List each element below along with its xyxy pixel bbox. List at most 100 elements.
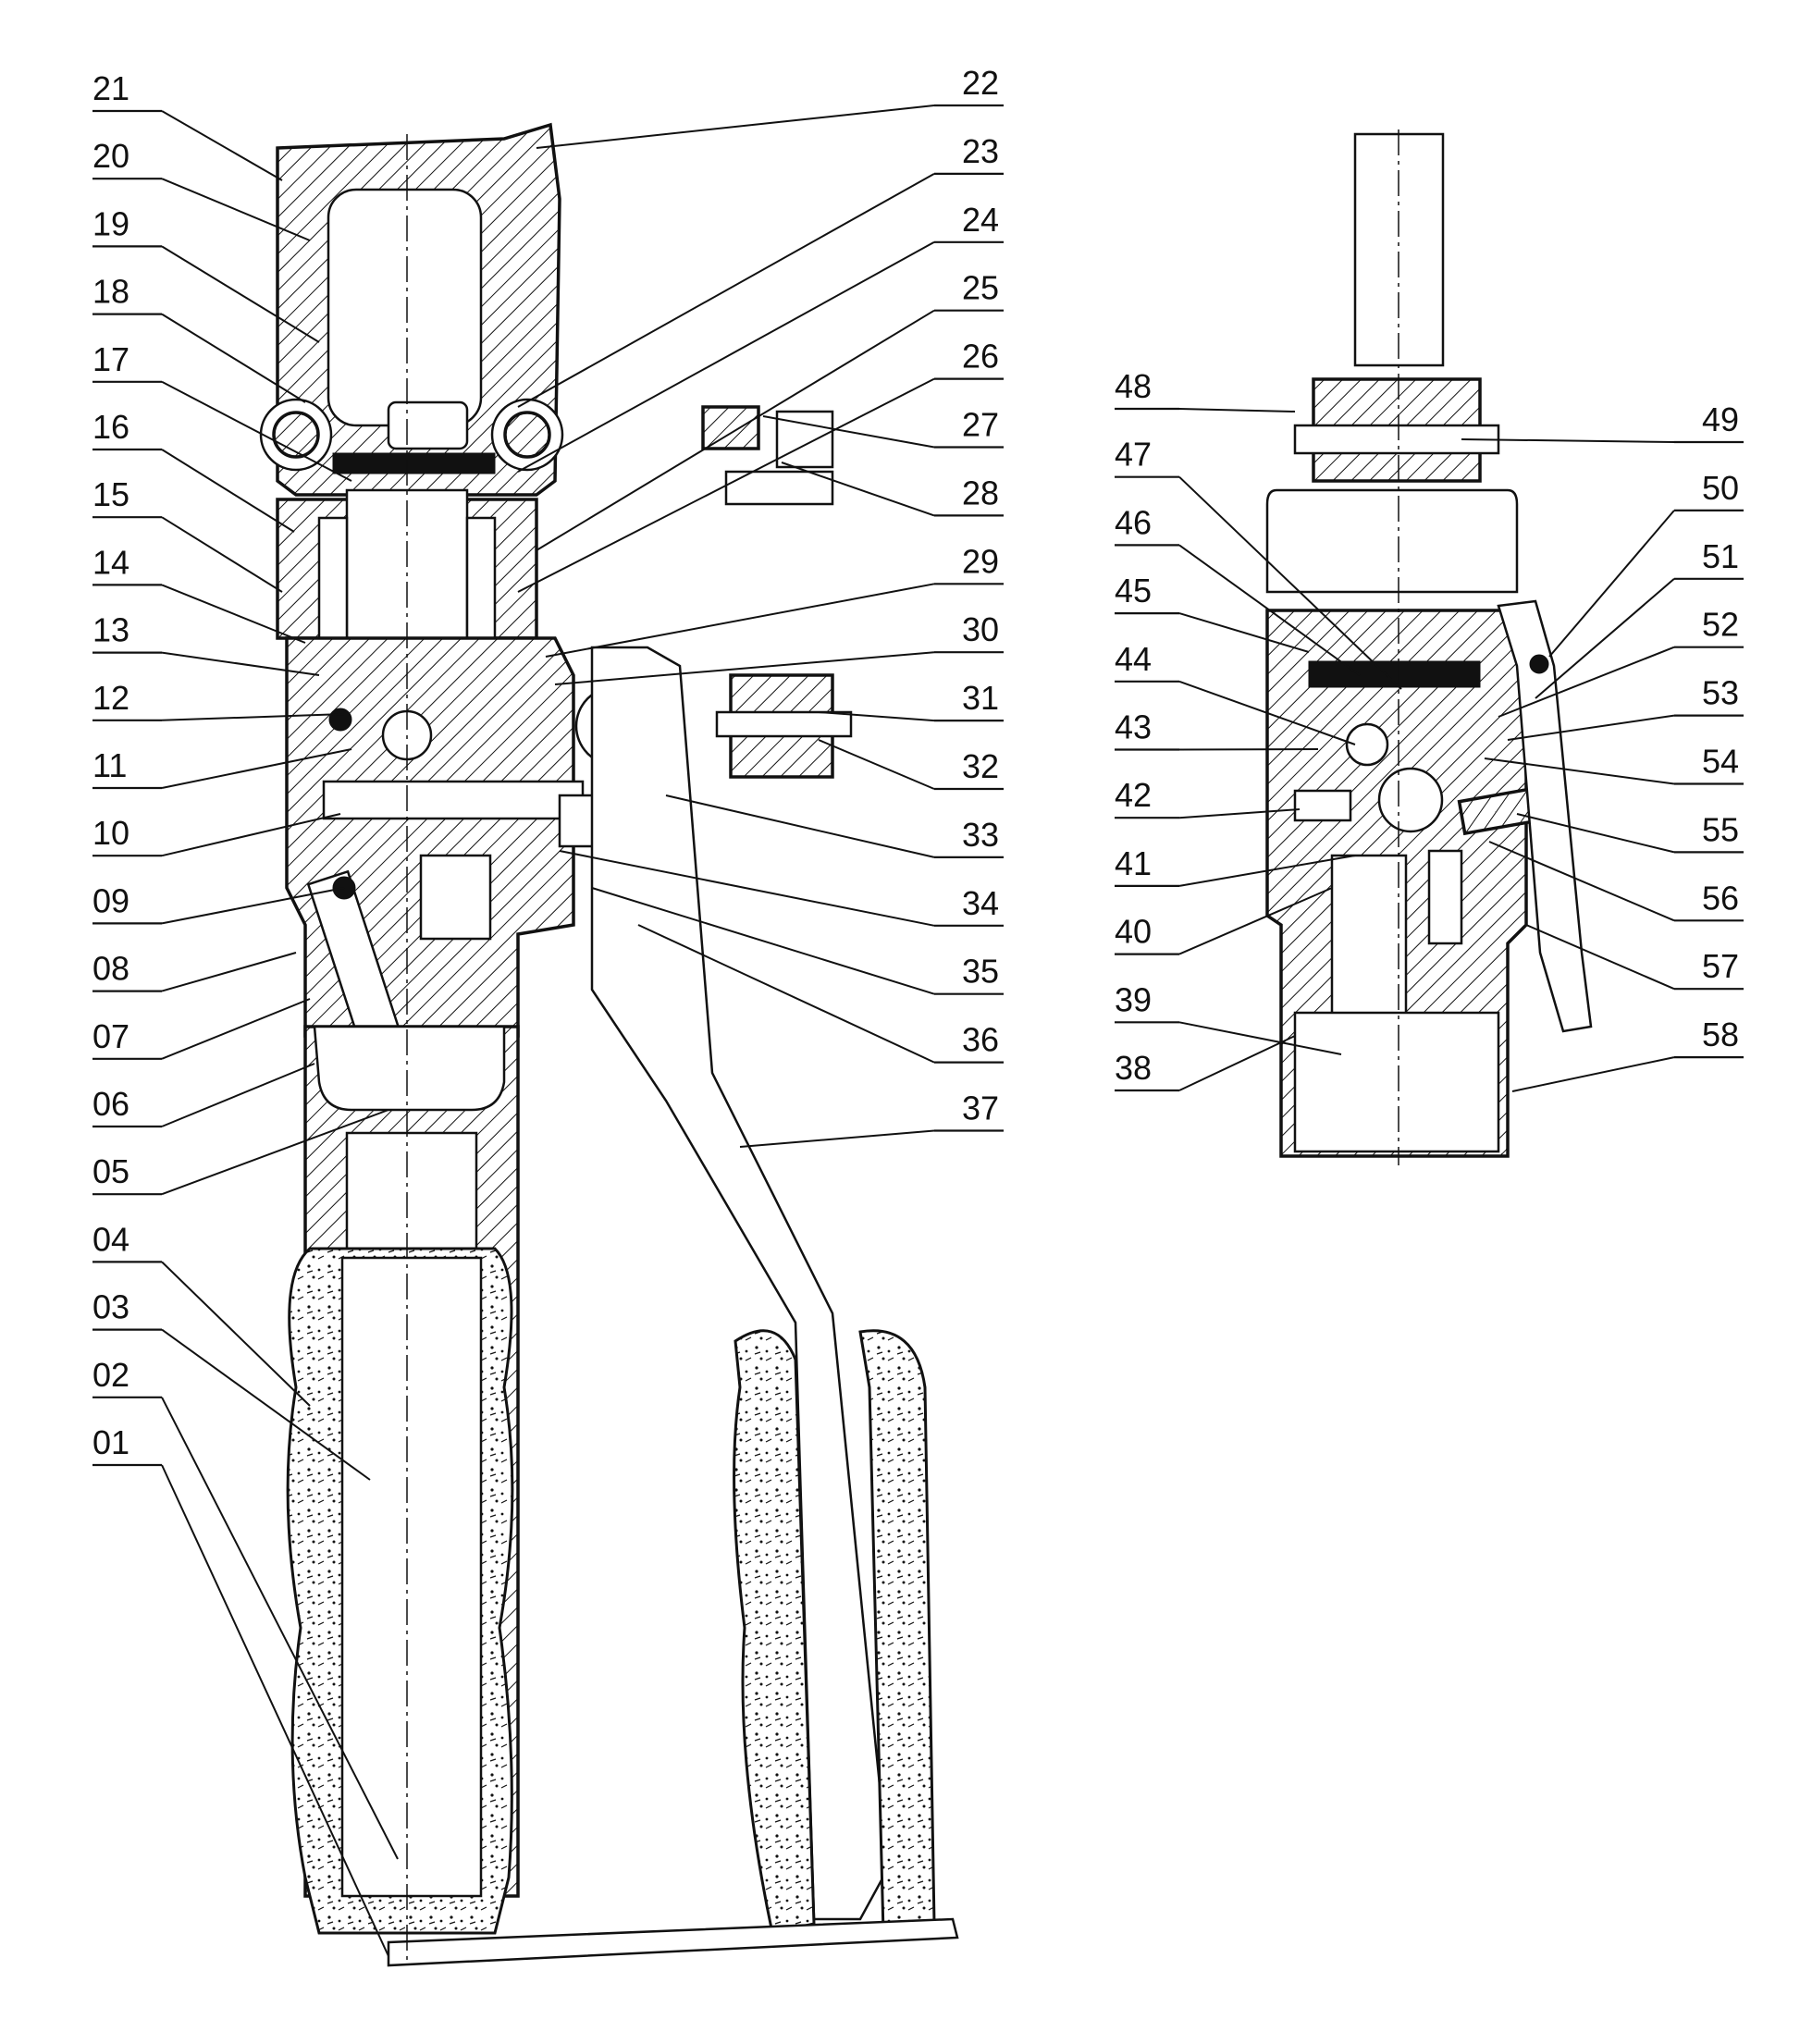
leader-line [1461,438,1675,443]
part-label-16: 16 [92,408,129,446]
part-label-23: 23 [962,132,999,170]
leader-line [762,415,935,449]
part-label-58: 58 [1702,1016,1739,1053]
part-label-11: 11 [92,746,127,784]
cross-pin [322,780,585,820]
part-label-37: 37 [962,1090,999,1127]
leader-line [517,377,935,593]
leader-line [1178,612,1310,653]
leader-line [545,583,935,658]
part-label-47: 47 [1115,436,1152,474]
part-label-21: 21 [92,69,129,107]
part-label-17: 17 [92,340,129,378]
leader-line [591,887,935,995]
leader-line [1178,408,1296,412]
part-label-20: 20 [92,137,129,175]
part-label-52: 52 [1702,606,1739,644]
part-label-30: 30 [962,610,999,648]
part-label-38: 38 [1115,1049,1152,1087]
part-label-04: 04 [92,1220,129,1258]
leader-line [818,711,935,722]
leader-line [161,313,306,403]
leader-line [559,850,935,927]
part-label-27: 27 [962,406,999,444]
leader-line [161,245,320,343]
part-label-54: 54 [1702,743,1739,781]
detail-cap [1265,488,1519,594]
leader-line [161,584,306,644]
right-grip [733,1329,816,1935]
part-label-44: 44 [1115,640,1152,678]
pump-body [285,636,575,1038]
leader-line [161,1063,315,1127]
part-label-36: 36 [962,1021,999,1059]
part-label-31: 31 [962,679,999,717]
part-label-05: 05 [92,1152,129,1190]
detail-26-27 [701,405,834,506]
part-label-39: 39 [1115,980,1152,1018]
leader-line [161,1397,399,1860]
leader-line [637,924,935,1064]
leader-line [554,651,935,685]
part-label-46: 46 [1115,503,1152,541]
part-label-32: 32 [962,747,999,785]
part-label-25: 25 [962,269,999,307]
detail-lever-pin [1529,654,1549,674]
part-label-34: 34 [962,884,999,922]
leader-line [161,748,352,789]
leader-line [161,178,311,241]
leader-line [1178,680,1356,745]
part-label-22: 22 [962,64,999,102]
leader-line [1484,757,1675,785]
part-label-02: 02 [92,1356,129,1394]
leader-line [161,887,345,925]
part-label-15: 15 [92,475,129,513]
part-label-19: 19 [92,204,129,242]
leader-line [161,110,283,181]
part-label-48: 48 [1115,367,1152,405]
leader-line [1178,1021,1342,1055]
leader-line [1488,841,1675,922]
leader-line [1178,475,1402,690]
part-label-45: 45 [1115,572,1152,610]
leader-line [161,380,352,482]
leader-line [161,713,345,721]
leader-line [818,739,935,790]
part-label-49: 49 [1702,400,1739,438]
part-label-41: 41 [1115,844,1152,882]
part-label-14: 14 [92,543,129,581]
main-assembly [259,122,959,1967]
leader-line [517,173,935,408]
leader-line [1178,544,1361,676]
detail-ball [1345,722,1389,767]
leader-line [161,449,295,533]
part-label-08: 08 [92,950,129,988]
leader-line [665,794,935,858]
detail-shaft [1353,132,1445,367]
part-label-55: 55 [1702,810,1739,848]
detail-30-31 [715,673,853,779]
part-label-35: 35 [962,953,999,991]
part-label-01: 01 [92,1423,129,1461]
leader-line [1511,1056,1675,1092]
part-label-26: 26 [962,338,999,376]
leader-line [161,1261,311,1407]
leader-line [1178,1035,1296,1091]
detail-release-lever [1497,599,1593,1033]
head-cavity [327,188,483,427]
leader-line [161,1109,389,1196]
leader-line [1178,887,1333,955]
leader-line [1516,813,1675,854]
part-label-28: 28 [962,474,999,511]
part-label-24: 24 [962,201,999,239]
part-label-56: 56 [1702,879,1739,917]
leader-line [161,813,341,857]
part-label-51: 51 [1702,537,1739,575]
leader-line [161,998,311,1060]
leader-line [536,309,935,551]
leader-line [161,952,297,992]
detail-assembly [1265,129,1593,1165]
leader-line [1535,578,1675,699]
part-label-53: 53 [1702,674,1739,712]
